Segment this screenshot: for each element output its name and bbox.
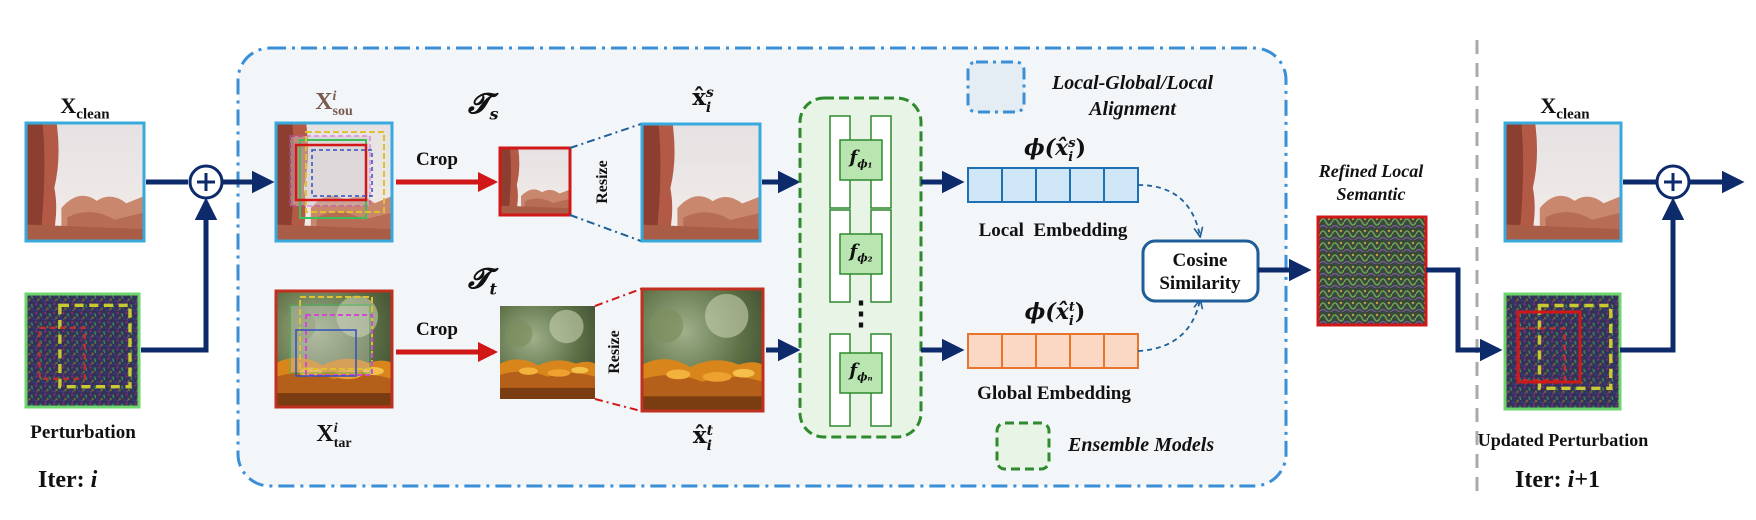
plus-circle-icon xyxy=(1655,164,1691,200)
resize-guide-bottom-2 xyxy=(594,398,642,412)
clean-image-label: Xclean xyxy=(60,93,110,123)
model-2 xyxy=(829,209,892,303)
updated-perturbation-label: Updated Perturbation xyxy=(1477,430,1649,450)
legend-ensemble-label: Ensemble Models xyxy=(1068,434,1215,456)
perturbation-image xyxy=(24,292,141,409)
plus-circle-icon xyxy=(188,164,224,200)
transform-s-label: 𝓣s xyxy=(468,87,499,124)
crop-label-top: Crop xyxy=(416,149,458,170)
local-embedding-label: Local Embedding xyxy=(978,220,1128,241)
model-1 xyxy=(829,115,892,209)
crop-label-bottom: Crop xyxy=(416,319,458,340)
resize-label-bottom: Resize xyxy=(606,330,623,374)
model-1-label: fϕ₁ xyxy=(849,147,873,171)
arrow-refined-to-updated xyxy=(1426,267,1503,362)
target-image xyxy=(274,289,394,409)
global-embedding-label: Global Embedding xyxy=(977,383,1131,404)
transform-t-label: 𝓣t xyxy=(468,262,497,299)
refined-semantic-image xyxy=(1316,215,1428,327)
clean-image-next xyxy=(1503,121,1623,243)
model-n-label: fϕₙ xyxy=(849,360,873,384)
cropped-target xyxy=(500,306,595,399)
resize-label-top: Resize xyxy=(594,160,611,204)
resized-source xyxy=(640,122,762,243)
clean-image xyxy=(24,121,146,243)
model-n xyxy=(829,333,892,427)
arrow-updated-to-plus xyxy=(1620,197,1685,353)
dashed-box-icon xyxy=(995,421,1051,471)
dashdot-box-icon xyxy=(966,60,1026,114)
local-embedding-vector xyxy=(967,167,1139,203)
models-ellipsis: ⋮ xyxy=(845,295,877,331)
model-2-label: fϕ₂ xyxy=(849,241,873,265)
global-embedding-vector xyxy=(967,333,1139,369)
iter-right-label: Iter: i+1 xyxy=(1515,467,1600,493)
cropped-source xyxy=(498,146,572,217)
global-to-cosine-connector xyxy=(1137,300,1200,352)
perturbation-label: Perturbation xyxy=(30,422,136,443)
resize-guide-top-1 xyxy=(569,123,642,149)
iter-left-label: Iter: i xyxy=(38,467,98,493)
clean-image-next-label: Xclean xyxy=(1540,93,1590,123)
updated-perturbation-image xyxy=(1503,292,1622,411)
resized-target xyxy=(640,287,765,413)
resize-guide-bottom-1 xyxy=(594,288,642,307)
local-to-cosine-connector xyxy=(1137,184,1200,236)
resize-guide-top-2 xyxy=(569,214,642,242)
arrow-perturbation-to-plus xyxy=(141,197,218,353)
source-image xyxy=(274,121,394,243)
